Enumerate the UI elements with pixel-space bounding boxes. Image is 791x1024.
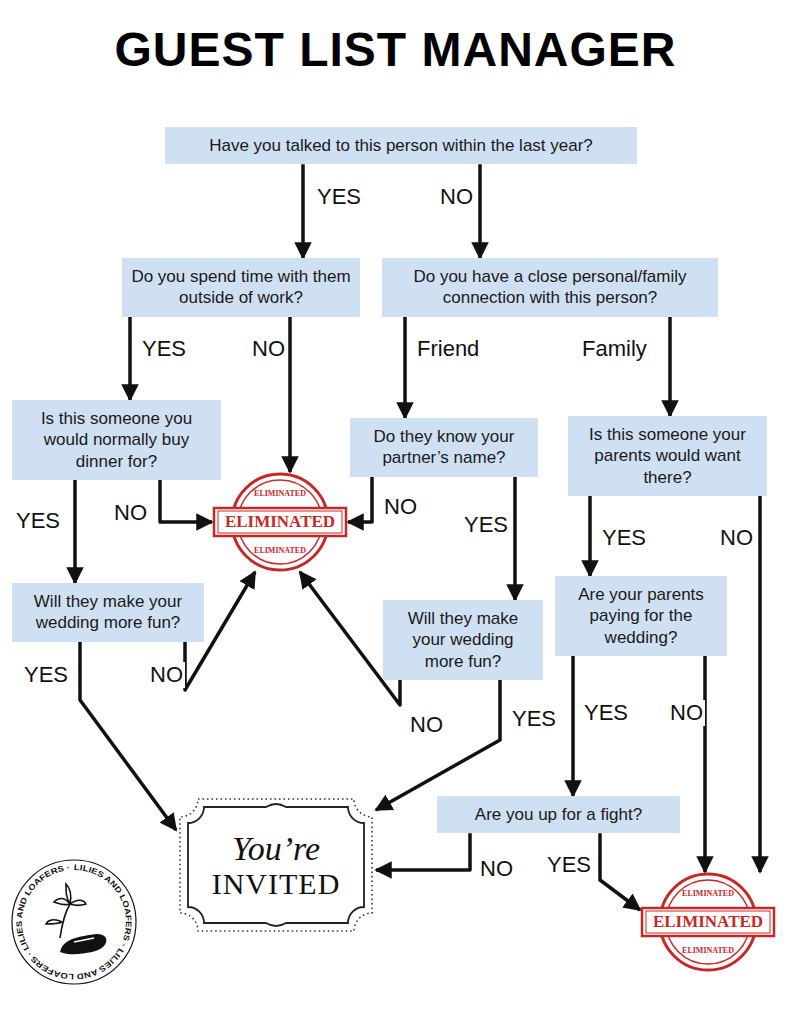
decision-box: Have you talked to this person within th… <box>165 127 637 164</box>
flow-arrow <box>478 164 482 258</box>
stamp-text: ELIMINATED <box>640 946 776 955</box>
answer-label: NO <box>112 500 149 526</box>
answer-label: YES <box>14 508 62 534</box>
flow-arrow <box>600 833 640 910</box>
question-text: Do you have a close personal/family conn… <box>390 266 710 309</box>
flow-arrow <box>128 317 132 401</box>
answer-label: Friend <box>415 336 481 362</box>
answer-label: NO <box>718 525 755 551</box>
answer-label: YES <box>315 184 363 210</box>
flow-arrow <box>376 833 470 870</box>
flow-arrow <box>376 680 500 810</box>
lily-illustration <box>46 884 86 938</box>
answer-label: YES <box>545 852 593 878</box>
flow-arrow <box>668 317 672 417</box>
answer-label: NO <box>408 712 445 738</box>
decision-box: Will they make your wedding more fun? <box>12 583 204 642</box>
svg-text:LILIES AND LOAFERS · LILIES AN: LILIES AND LOAFERS · LILIES AND LOAFERS … <box>15 863 133 981</box>
decision-box: Is this someone you would normally buy d… <box>12 400 221 480</box>
answer-label: NO <box>382 494 419 520</box>
flow-arrow <box>160 480 212 522</box>
stamp-text: ELIMINATED <box>640 889 776 898</box>
flow-arrow <box>301 164 305 258</box>
stamp-text: ELIMINATED <box>212 489 348 498</box>
flow-arrow <box>73 480 77 583</box>
question-text: Will they make your wedding more fun? <box>20 591 196 634</box>
question-text: Have you talked to this person within th… <box>173 135 629 156</box>
decision-box: Do they know your partner’s name? <box>350 418 538 477</box>
decision-box: Are you up for a fight? <box>437 796 680 833</box>
eliminated-stamp: ELIMINATED ELIMINATED ELIMINATED <box>640 872 776 972</box>
question-text: Are you up for a fight? <box>445 804 672 825</box>
invited-text: You’re <box>232 830 320 867</box>
answer-label: NO <box>438 184 475 210</box>
flow-arrow <box>571 656 575 796</box>
question-text: Will they make your wedding more fun? <box>391 608 535 672</box>
answer-label: YES <box>462 512 510 538</box>
answer-label: YES <box>510 706 558 732</box>
answer-label: NO <box>478 856 515 882</box>
loafer-illustration <box>60 934 106 954</box>
decision-box: Will they make your wedding more fun? <box>383 600 543 680</box>
flow-arrow <box>588 496 592 576</box>
flow-arrow <box>403 317 407 419</box>
answer-label: YES <box>22 662 70 688</box>
flow-arrow <box>758 496 762 872</box>
decision-box: Do you spend time with them outside of w… <box>122 258 360 317</box>
flow-arrow <box>288 317 292 473</box>
stamp-text: ELIMINATED <box>640 912 776 932</box>
question-text: Is this someone you would normally buy d… <box>20 408 213 472</box>
invited-text: INVITED <box>212 867 341 900</box>
question-text: Are your parents paying for the wedding? <box>563 584 719 648</box>
question-text: Do they know your partner’s name? <box>358 426 530 469</box>
answer-label: Family <box>580 336 649 362</box>
stamp-text: ELIMINATED <box>212 512 348 532</box>
question-text: Is this someone your parents would want … <box>576 424 759 488</box>
invited-plaque: You’reINVITED <box>176 795 376 935</box>
flow-arrow <box>348 477 372 523</box>
stamp-text: ELIMINATED <box>212 546 348 555</box>
answer-label: NO <box>148 662 185 688</box>
decision-box: Do you have a close personal/family conn… <box>382 258 718 317</box>
logo-text: LILIES AND LOAFERS · LILIES AND LOAFERS … <box>15 863 133 981</box>
answer-label: NO <box>250 336 287 362</box>
decision-box: Are your parents paying for the wedding? <box>555 576 727 656</box>
flow-arrow <box>513 477 517 601</box>
eliminated-stamp: ELIMINATED ELIMINATED ELIMINATED <box>212 472 348 572</box>
diagram-title: GUEST LIST MANAGER <box>0 22 791 77</box>
brand-logo: LILIES AND LOAFERS · LILIES AND LOAFERS … <box>8 856 140 988</box>
answer-label: YES <box>140 336 188 362</box>
question-text: Do you spend time with them outside of w… <box>130 266 352 309</box>
answer-label: YES <box>582 700 630 726</box>
decision-box: Is this someone your parents would want … <box>568 416 767 496</box>
logo-ring <box>12 860 136 984</box>
flow-arrow <box>703 656 707 872</box>
answer-label: NO <box>668 700 705 726</box>
answer-label: YES <box>600 525 648 551</box>
